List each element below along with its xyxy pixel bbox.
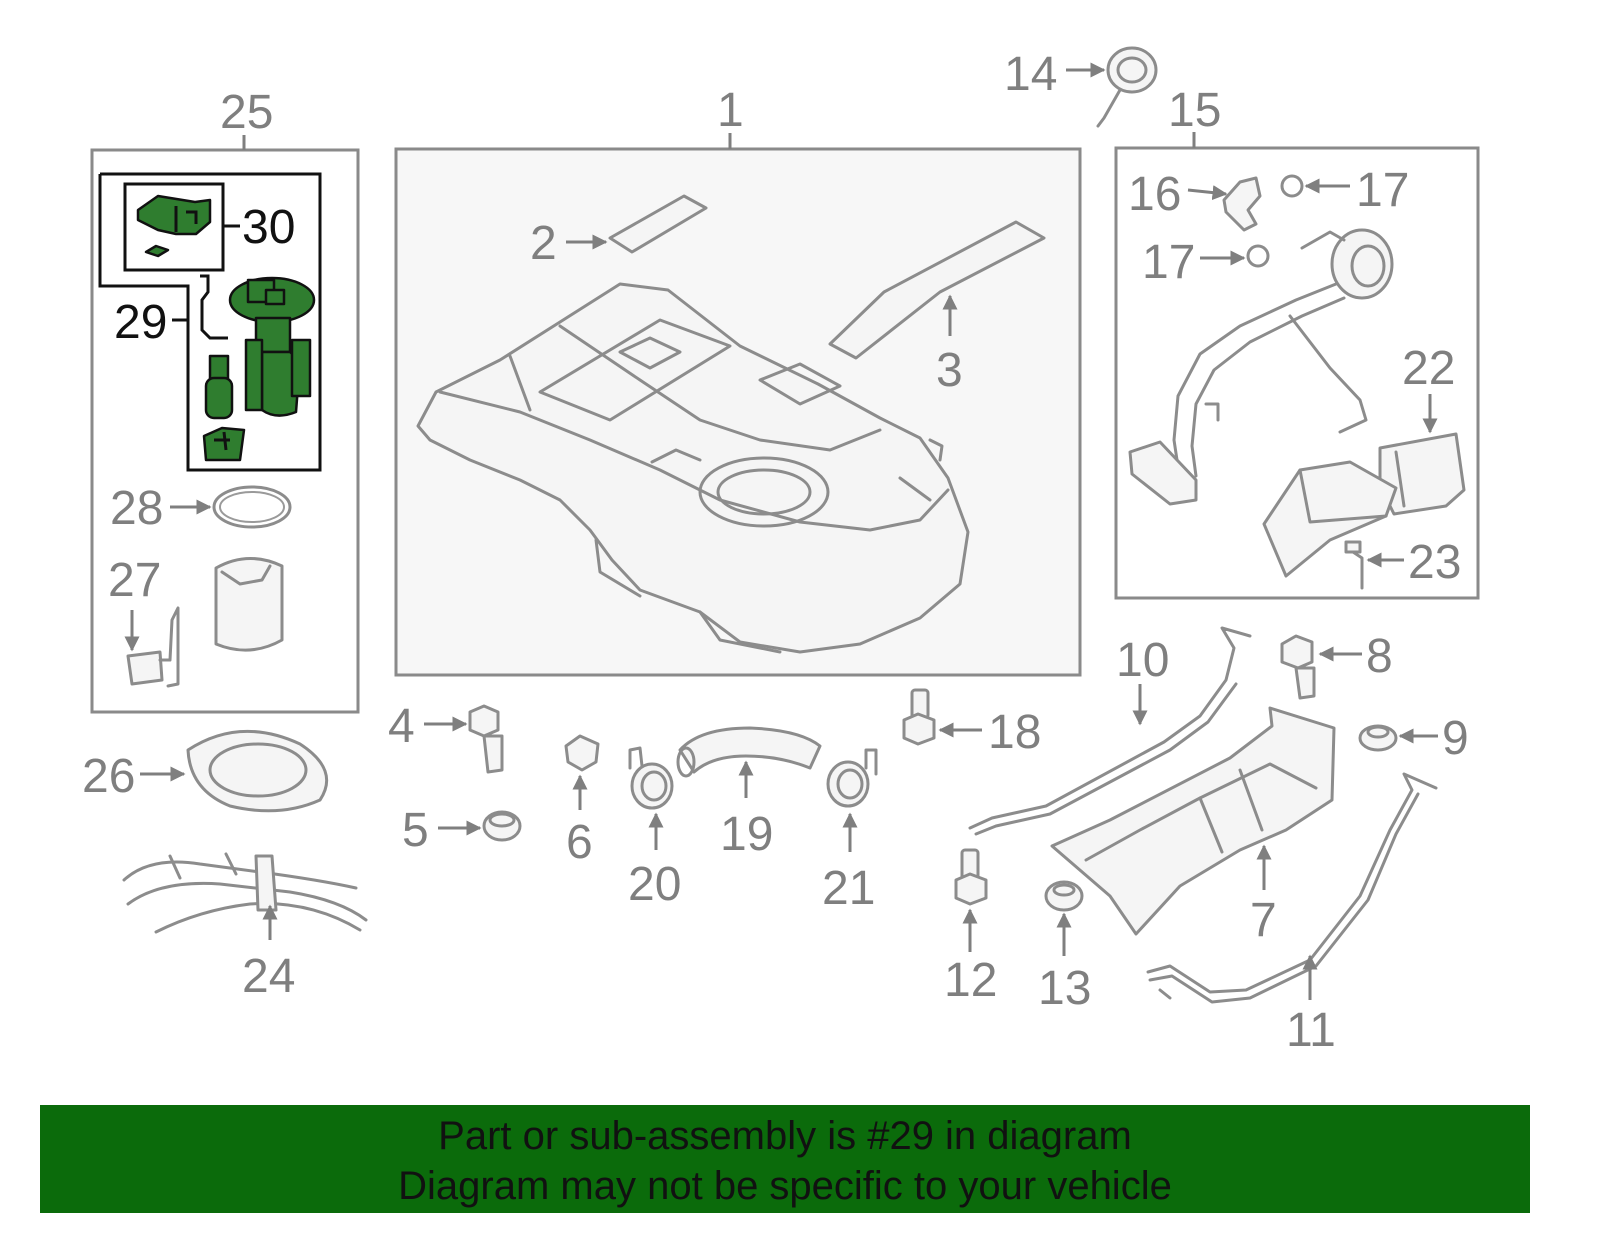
part-17-clamp-upper[interactable]: 17 [1280, 164, 1409, 217]
callout-17-lower[interactable]: 17 [1142, 236, 1195, 289]
callout-1[interactable]: 1 [717, 84, 744, 137]
callout-21[interactable]: 21 [822, 862, 875, 915]
callout-15[interactable]: 15 [1168, 84, 1221, 137]
part-6-bushing[interactable]: 6 [564, 734, 600, 869]
part-8-bolt[interactable]: 8 [1280, 630, 1393, 700]
callout-24[interactable]: 24 [242, 950, 295, 1003]
diagram-notice-banner: Part or sub-assembly is #29 in diagram D… [40, 1105, 1530, 1213]
part-12-bolt[interactable]: 12 [944, 848, 997, 1007]
callout-28[interactable]: 28 [110, 482, 163, 535]
part-29-fuel-pump-module[interactable] [200, 274, 316, 462]
callout-17-upper[interactable]: 17 [1356, 164, 1409, 217]
callout-3[interactable]: 3 [936, 344, 963, 397]
part-14-fuel-cap[interactable]: 14 [1004, 46, 1158, 128]
part-2-protector[interactable]: 2 [530, 194, 708, 270]
part-11-strap[interactable]: 11 [1146, 772, 1438, 1057]
part-13-grommet[interactable]: 13 [1038, 880, 1091, 1015]
callout-14[interactable]: 14 [1004, 48, 1057, 101]
part-20-clamp[interactable]: 20 [628, 746, 681, 911]
part-18-bolt[interactable]: 18 [902, 688, 1041, 759]
sub-box-29: 29 [98, 172, 322, 472]
callout-10[interactable]: 10 [1116, 634, 1169, 687]
callout-5[interactable]: 5 [402, 804, 429, 857]
banner-line-2: Diagram may not be specific to your vehi… [398, 1164, 1172, 1208]
callout-23[interactable]: 23 [1408, 536, 1461, 589]
callout-12[interactable]: 12 [944, 954, 997, 1007]
callout-19[interactable]: 19 [720, 808, 773, 861]
callout-26[interactable]: 26 [82, 750, 135, 803]
callout-25[interactable]: 25 [220, 86, 273, 139]
part-1-fuel-tank[interactable] [416, 282, 970, 654]
callout-16[interactable]: 16 [1128, 168, 1181, 221]
part-23-clip[interactable]: 23 [1344, 536, 1461, 590]
part-15-filler-pipe[interactable] [1128, 228, 1394, 506]
callout-18[interactable]: 18 [988, 706, 1041, 759]
callout-8[interactable]: 8 [1366, 630, 1393, 683]
callout-4[interactable]: 4 [388, 700, 415, 753]
group-box-25: 25 [90, 86, 360, 714]
callout-13[interactable]: 13 [1038, 962, 1091, 1015]
part-5-grommet[interactable]: 5 [402, 804, 522, 857]
part-4-bolt[interactable]: 4 [388, 700, 504, 774]
part-9-grommet[interactable]: 9 [1358, 712, 1469, 765]
part-28-seal-ring[interactable]: 28 [110, 482, 292, 535]
banner-line-1: Part or sub-assembly is #29 in diagram [438, 1114, 1132, 1158]
callout-20[interactable]: 20 [628, 858, 681, 911]
callout-11[interactable]: 11 [1286, 1004, 1336, 1057]
callout-22[interactable]: 22 [1402, 342, 1455, 395]
part-3-insulator[interactable]: 3 [828, 220, 1046, 397]
part-7-heat-shield[interactable]: 7 [1050, 706, 1336, 947]
part-30-sender-unit[interactable] [136, 194, 212, 258]
part-27-level-sender[interactable]: 27 [108, 554, 284, 688]
part-10-strap[interactable]: 10 [968, 626, 1252, 836]
callout-6[interactable]: 6 [566, 816, 593, 869]
callout-30[interactable]: 30 [242, 201, 295, 254]
part-19-hose[interactable]: 19 [676, 726, 822, 861]
callout-9[interactable]: 9 [1442, 712, 1469, 765]
callout-27[interactable]: 27 [108, 554, 161, 607]
part-16-hose[interactable]: 16 [1128, 168, 1262, 232]
part-22-heat-shield[interactable]: 22 [1262, 342, 1466, 578]
part-17-clamp-lower[interactable]: 17 [1142, 236, 1270, 289]
part-24-hose-set[interactable]: 24 [122, 852, 368, 1003]
callout-7[interactable]: 7 [1250, 894, 1277, 947]
part-21-clamp[interactable]: 21 [822, 748, 878, 915]
group-box-15: 15 [1114, 84, 1480, 600]
part-26-retainer[interactable]: 26 [82, 729, 329, 813]
callout-29[interactable]: 29 [114, 296, 167, 349]
callout-2[interactable]: 2 [530, 217, 557, 270]
sub-box-30: 30 [123, 182, 295, 272]
